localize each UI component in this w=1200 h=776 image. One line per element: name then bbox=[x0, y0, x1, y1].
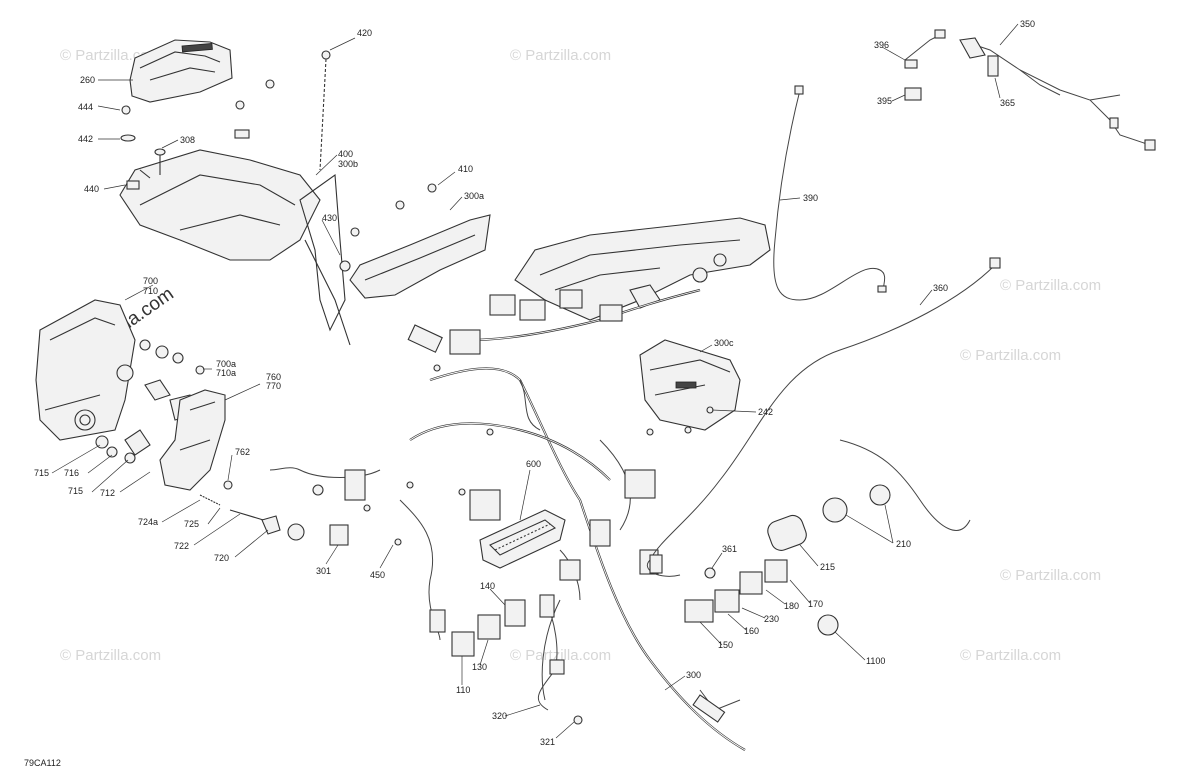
callout-300a: 300a bbox=[464, 191, 484, 201]
callout-215: 215 bbox=[820, 562, 835, 572]
dash-bracket-part bbox=[119, 149, 351, 346]
callout-715b: 715 bbox=[68, 486, 83, 496]
callout-301: 301 bbox=[316, 566, 331, 576]
callout-770: 770 bbox=[266, 381, 281, 391]
callout-396: 396 bbox=[874, 40, 889, 50]
gauge-housing-part bbox=[35, 299, 136, 441]
leader-lines bbox=[51, 23, 1019, 739]
control-module-part bbox=[639, 339, 741, 436]
callout-710a: 710a bbox=[216, 368, 236, 378]
callout-230: 230 bbox=[764, 614, 779, 624]
display-cluster-part bbox=[479, 509, 566, 569]
callout-710: 710 bbox=[143, 286, 158, 296]
callout-300c: 300c bbox=[714, 338, 734, 348]
callout-365: 365 bbox=[1000, 98, 1015, 108]
callout-150: 150 bbox=[718, 640, 733, 650]
drawing-reference: 79CA112 bbox=[24, 758, 61, 768]
callout-390: 390 bbox=[803, 193, 818, 203]
callout-140: 140 bbox=[480, 581, 495, 591]
callout-600: 600 bbox=[526, 459, 541, 469]
callout-320: 320 bbox=[492, 711, 507, 721]
callout-308: 308 bbox=[180, 135, 195, 145]
instrument-bracket-part bbox=[514, 217, 771, 321]
callout-716: 716 bbox=[64, 468, 79, 478]
callout-300b: 300b bbox=[338, 159, 358, 169]
callout-labels: 420 260 444 442 308 440 400 300b 410 300… bbox=[34, 19, 1035, 747]
callout-442: 442 bbox=[78, 134, 93, 144]
callout-361: 361 bbox=[722, 544, 737, 554]
watermark: © Partzilla.com bbox=[510, 47, 611, 64]
top-cover-part bbox=[129, 39, 233, 103]
harness-bracket-part bbox=[339, 183, 491, 299]
watermark: © Partzilla.com bbox=[960, 347, 1061, 364]
callout-180: 180 bbox=[784, 601, 799, 611]
watermark: © Partzilla.com bbox=[60, 647, 161, 664]
main-harness-part bbox=[269, 288, 746, 751]
wire-390-part bbox=[773, 85, 887, 301]
callout-260: 260 bbox=[80, 75, 95, 85]
callout-444: 444 bbox=[78, 102, 93, 112]
wire-360-part bbox=[647, 257, 1001, 577]
callout-762: 762 bbox=[235, 447, 250, 457]
callout-1100: 1100 bbox=[866, 656, 885, 666]
callout-450: 450 bbox=[370, 570, 385, 580]
callout-700a: 700a bbox=[216, 359, 236, 369]
callout-430: 430 bbox=[322, 213, 337, 223]
callout-410: 410 bbox=[458, 164, 473, 174]
callout-722: 722 bbox=[174, 541, 189, 551]
callout-760: 760 bbox=[266, 372, 281, 382]
callout-700: 700 bbox=[143, 276, 158, 286]
callout-440: 440 bbox=[84, 184, 99, 194]
callout-130: 130 bbox=[472, 662, 487, 672]
watermark: © Partzilla.com bbox=[960, 647, 1061, 664]
callout-350: 350 bbox=[1020, 19, 1035, 29]
callout-321: 321 bbox=[540, 737, 555, 747]
switches-part bbox=[451, 484, 891, 725]
callout-300: 300 bbox=[686, 670, 701, 680]
callout-210: 210 bbox=[896, 539, 911, 549]
callout-242: 242 bbox=[758, 407, 773, 417]
callout-720: 720 bbox=[214, 553, 229, 563]
harness-350-part bbox=[904, 29, 1156, 151]
callout-170: 170 bbox=[808, 599, 823, 609]
callout-160: 160 bbox=[744, 626, 759, 636]
bulb-hardware bbox=[95, 339, 281, 535]
callout-725: 725 bbox=[184, 519, 199, 529]
watermark: © Partzilla.com bbox=[1000, 567, 1101, 584]
callout-724a: 724a bbox=[138, 517, 158, 527]
watermark: © Partzilla.com bbox=[510, 647, 611, 664]
callout-360: 360 bbox=[933, 283, 948, 293]
callout-715: 715 bbox=[34, 468, 49, 478]
callout-712: 712 bbox=[100, 488, 115, 498]
callout-420: 420 bbox=[357, 28, 372, 38]
callout-110: 110 bbox=[456, 685, 470, 695]
hardware-stack bbox=[120, 50, 331, 190]
watermark: © Partzilla.com bbox=[1000, 277, 1101, 294]
callout-395: 395 bbox=[877, 96, 892, 106]
callout-400: 400 bbox=[338, 149, 353, 159]
